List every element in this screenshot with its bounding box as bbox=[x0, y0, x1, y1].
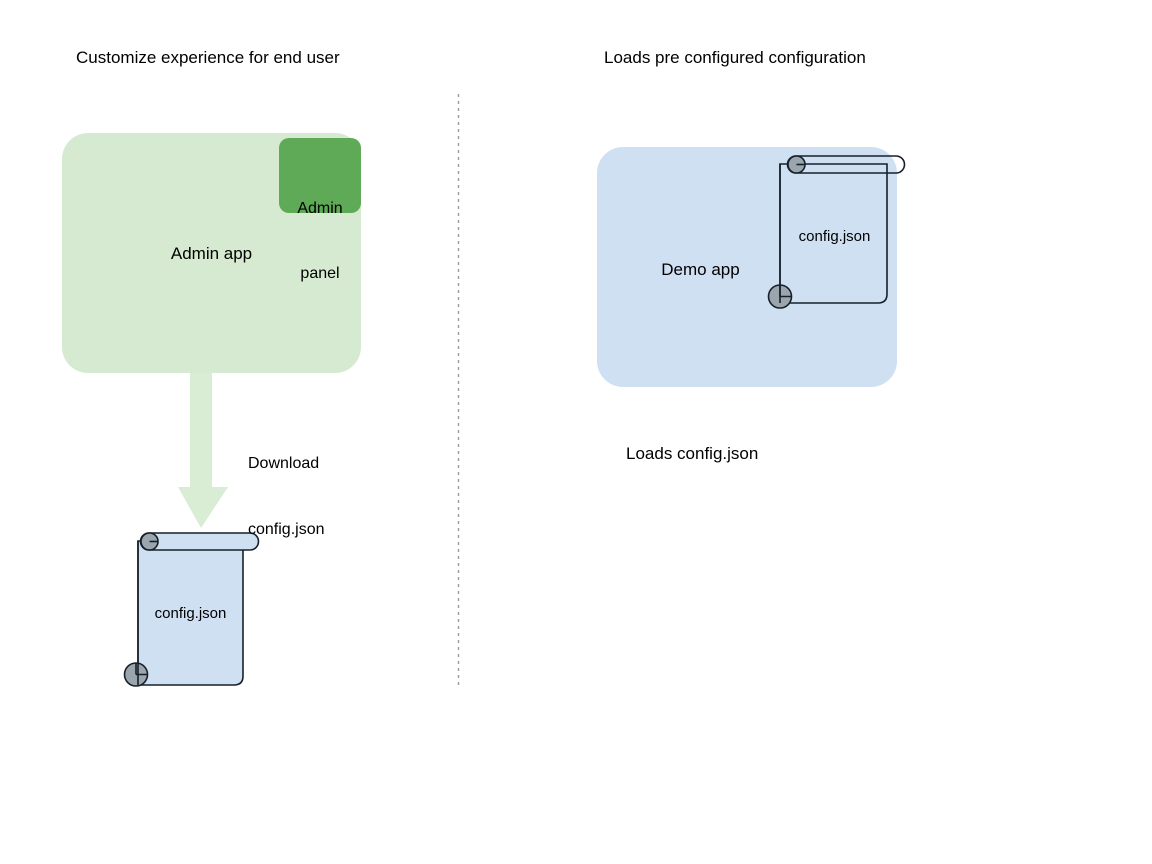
admin-panel-box[interactable] bbox=[279, 138, 361, 213]
download-arrow-icon bbox=[178, 373, 228, 528]
admin-panel-label-line2: panel bbox=[300, 264, 340, 282]
loads-config-caption: Loads config.json bbox=[626, 444, 759, 463]
document-body bbox=[137, 540, 244, 686]
right-document-label: config.json bbox=[798, 228, 871, 245]
demo-app-box[interactable] bbox=[597, 147, 897, 387]
left-column-heading: Customize experience for end user bbox=[76, 48, 340, 67]
demo-app-label: Demo app bbox=[661, 260, 740, 279]
right-column-heading: Loads pre configured configuration bbox=[604, 48, 866, 67]
document-body bbox=[779, 163, 888, 304]
admin-panel-label-line1: Admin bbox=[297, 200, 343, 218]
admin-app-label: Admin app bbox=[170, 244, 253, 263]
admin-panel-label: Admin panel bbox=[279, 155, 361, 328]
left-document-label: config.json bbox=[154, 605, 227, 622]
download-arrow-label-line2: config.json bbox=[248, 521, 325, 539]
right-config-document[interactable] bbox=[767, 155, 906, 309]
download-arrow-label: Download config.json bbox=[248, 409, 468, 586]
left-config-document[interactable] bbox=[123, 532, 260, 687]
download-arrow-label-line1: Download bbox=[248, 455, 320, 473]
